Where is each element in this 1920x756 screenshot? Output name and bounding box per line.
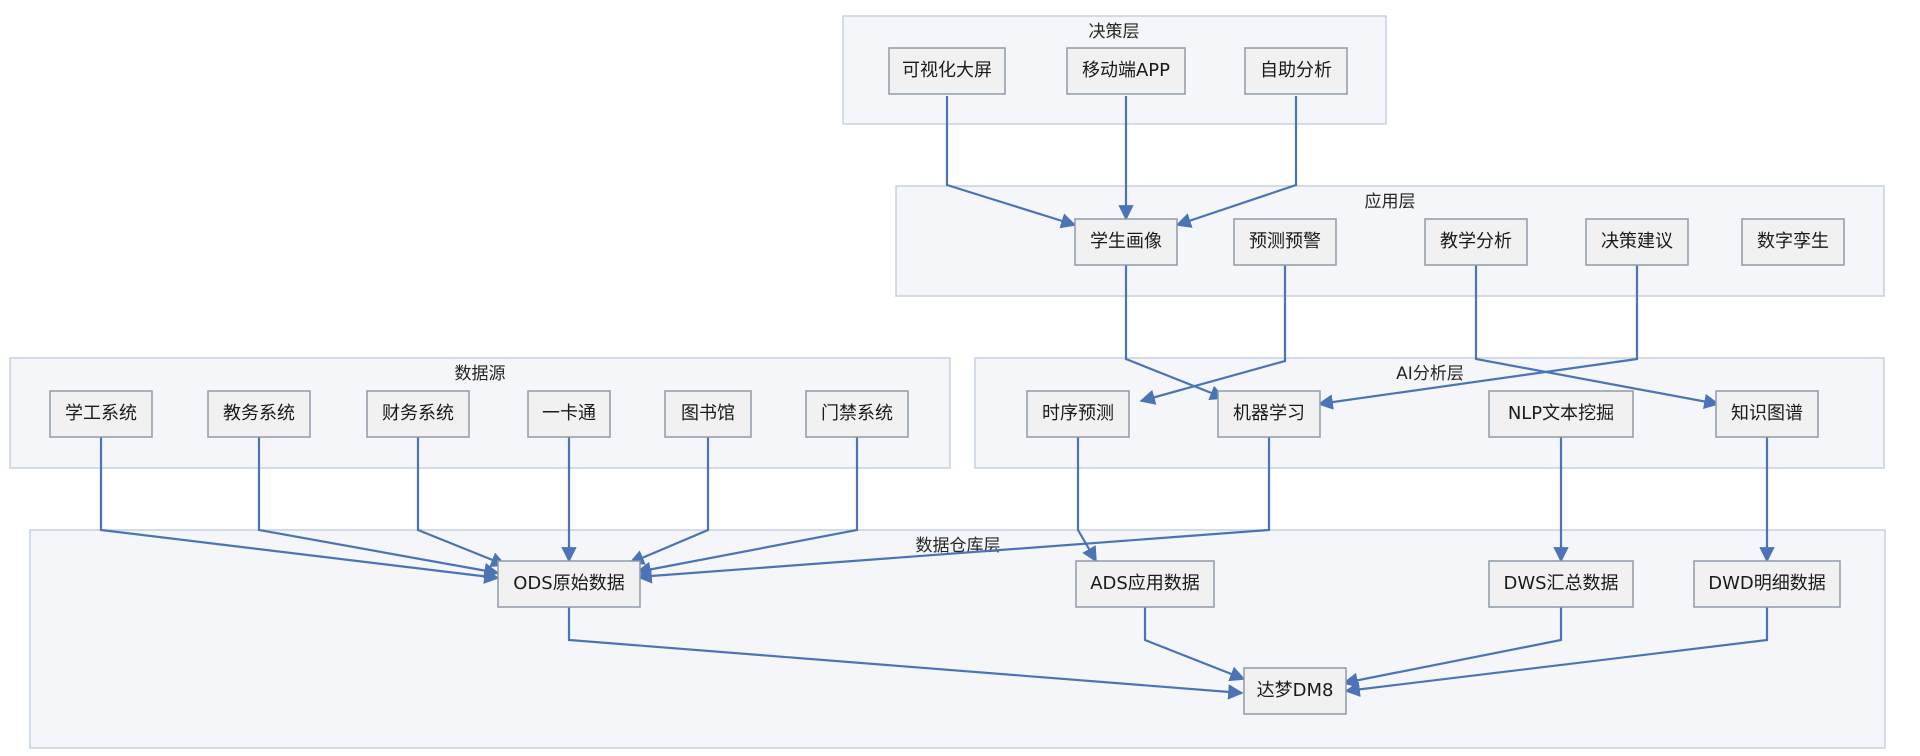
- node-decision-advice-label: 决策建议: [1601, 231, 1673, 252]
- edge-self-analysis-to-student-profile: [1175, 96, 1298, 228]
- node-campus-card[interactable]: 一卡通: [527, 390, 611, 438]
- node-library[interactable]: 图书馆: [664, 390, 752, 438]
- node-digital-twin-label: 数字孪生: [1757, 231, 1829, 252]
- edge-academic-affairs-to-ods: [257, 437, 500, 579]
- node-mobile-app[interactable]: 移动端APP: [1066, 47, 1186, 95]
- node-ods-label: ODS原始数据: [513, 573, 624, 594]
- node-nlp-label: NLP文本挖掘: [1508, 403, 1614, 424]
- edge-prediction-warning-to-timeseries: [1139, 265, 1287, 405]
- node-timeseries[interactable]: 时序预测: [1026, 390, 1130, 438]
- node-mobile-app-label: 移动端APP: [1082, 60, 1170, 81]
- edge-dwd-to-dm8: [1344, 607, 1769, 697]
- node-dws-label: DWS汇总数据: [1503, 573, 1618, 594]
- edge-finance-to-ods: [416, 437, 507, 567]
- edge-dashboard-to-student-profile: [945, 96, 1077, 229]
- node-timeseries-label: 时序预测: [1042, 403, 1114, 424]
- application-layer-title: 应用层: [1365, 192, 1416, 212]
- edge-student-affairs-to-ods: [99, 437, 500, 584]
- edge-access-control-to-ods: [635, 437, 859, 577]
- node-finance[interactable]: 财务系统: [366, 390, 470, 438]
- node-ads[interactable]: ADS应用数据: [1075, 560, 1215, 608]
- node-academic-affairs-label: 教务系统: [223, 403, 295, 424]
- node-campus-card-label: 一卡通: [542, 403, 596, 424]
- decision-layer-title: 决策层: [1089, 22, 1140, 42]
- node-dashboard-label: 可视化大屏: [902, 60, 992, 81]
- node-library-label: 图书馆: [681, 403, 735, 424]
- application-layer: 应用层: [895, 185, 1885, 297]
- node-student-affairs-label: 学工系统: [65, 403, 137, 424]
- edge-ods-to-dm8: [567, 607, 1244, 700]
- node-dwd[interactable]: DWD明细数据: [1693, 560, 1841, 608]
- node-dm8-label: 达梦DM8: [1257, 680, 1334, 701]
- edges: [99, 96, 1775, 700]
- edge-ml-to-ods: [636, 437, 1271, 584]
- node-knowledge-graph-label: 知识图谱: [1731, 403, 1803, 424]
- node-finance-label: 财务系统: [382, 403, 454, 424]
- node-prediction-warning-label: 预测预警: [1249, 231, 1321, 252]
- edge-library-to-ods: [628, 437, 710, 565]
- node-knowledge-graph[interactable]: 知识图谱: [1715, 390, 1819, 438]
- node-teaching-analysis[interactable]: 教学分析: [1424, 218, 1528, 266]
- node-access-control-label: 门禁系统: [821, 403, 893, 424]
- node-student-profile-label: 学生画像: [1090, 231, 1162, 252]
- datasource-layer-title: 数据源: [455, 364, 506, 384]
- node-ods[interactable]: ODS原始数据: [497, 560, 641, 608]
- edge-decision-advice-to-ml: [1317, 265, 1639, 410]
- node-dws[interactable]: DWS汇总数据: [1488, 560, 1634, 608]
- datasource-layer: 数据源: [9, 357, 951, 469]
- node-teaching-analysis-label: 教学分析: [1440, 231, 1512, 252]
- node-digital-twin[interactable]: 数字孪生: [1741, 218, 1845, 266]
- node-ml-label: 机器学习: [1233, 403, 1305, 424]
- edge-dws-to-dm8: [1342, 607, 1563, 688]
- node-nlp[interactable]: NLP文本挖掘: [1488, 390, 1634, 438]
- node-ml[interactable]: 机器学习: [1217, 390, 1321, 438]
- node-student-affairs[interactable]: 学工系统: [49, 390, 153, 438]
- node-student-profile[interactable]: 学生画像: [1074, 218, 1178, 266]
- edge-ads-to-dm8: [1143, 607, 1246, 682]
- node-prediction-warning[interactable]: 预测预警: [1233, 218, 1337, 266]
- node-academic-affairs[interactable]: 教务系统: [207, 390, 311, 438]
- ai-layer-title: AI分析层: [1396, 364, 1464, 384]
- edge-teaching-analysis-to-knowledge-graph: [1474, 265, 1720, 410]
- edge-timeseries-to-ads: [1076, 437, 1097, 563]
- edge-student-profile-to-ml: [1124, 265, 1226, 401]
- node-dm8[interactable]: 达梦DM8: [1243, 667, 1347, 715]
- node-self-analysis-label: 自助分析: [1260, 60, 1332, 81]
- node-self-analysis[interactable]: 自助分析: [1244, 47, 1348, 95]
- node-access-control[interactable]: 门禁系统: [805, 390, 909, 438]
- node-decision-advice[interactable]: 决策建议: [1585, 218, 1689, 266]
- node-dwd-label: DWD明细数据: [1708, 573, 1826, 594]
- node-ads-label: ADS应用数据: [1090, 573, 1200, 594]
- node-dashboard[interactable]: 可视化大屏: [888, 47, 1006, 95]
